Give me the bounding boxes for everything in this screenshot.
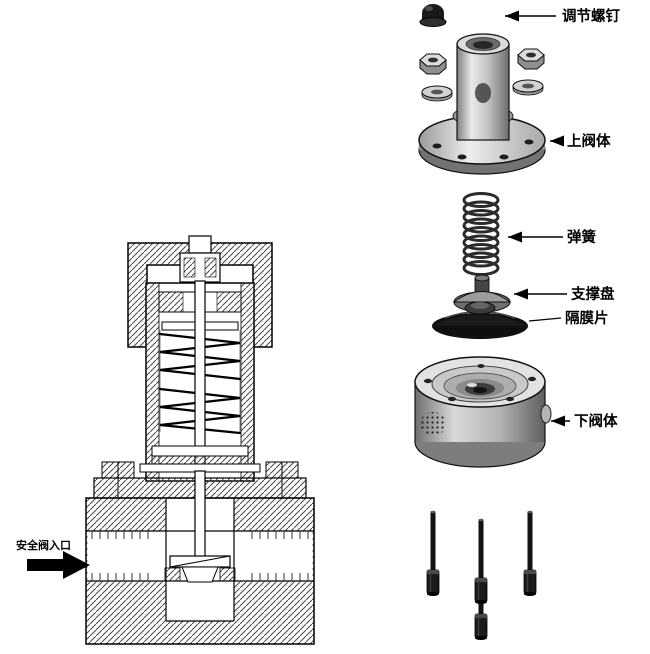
seat-right <box>219 567 236 582</box>
cross-section-view <box>85 235 315 645</box>
bolt <box>523 510 537 597</box>
washer-left <box>421 85 453 102</box>
outlet-threads-top <box>250 531 312 539</box>
callout-label-diaphragm: 隔膜片 <box>565 309 609 327</box>
callouts: 调节螺钉 上阀体 弹簧 支撑盘 隔膜片 下阀体 <box>505 7 620 430</box>
callout-label-adjust-screw: 调节螺钉 <box>562 7 620 25</box>
spring-part <box>462 192 500 276</box>
inlet-threads-top <box>88 531 150 539</box>
cap-top-tab <box>188 235 212 254</box>
valve-stem-section <box>194 280 206 472</box>
flange-hole <box>499 154 509 160</box>
locknut-section-left <box>183 257 196 278</box>
side-boss <box>540 404 552 424</box>
callout-label-support-disc: 支撑盘 <box>571 285 615 303</box>
backing-plate-section <box>151 455 249 465</box>
inlet-label: 安全阀入口 <box>16 538 71 552</box>
spring-seat-bottom <box>151 445 249 457</box>
adjusting-nut-left <box>158 291 184 313</box>
body-hole <box>477 364 485 368</box>
vent-patch <box>420 412 446 436</box>
locknut-section-right <box>204 257 217 278</box>
exploded-view <box>414 4 552 641</box>
seat-left <box>164 567 181 582</box>
body-hole <box>448 396 456 402</box>
stem-lower-section <box>194 470 206 558</box>
adjusting-nut-right <box>216 291 242 313</box>
adjusting-screw-part <box>419 4 447 27</box>
body-hole <box>424 378 432 384</box>
hex-nut-left <box>419 53 447 75</box>
washer-right <box>512 79 544 96</box>
diaphragm-part <box>432 301 528 339</box>
valve-disc-diagonal <box>169 555 231 568</box>
flange-hole <box>457 154 467 160</box>
seat-plug-section <box>181 566 219 583</box>
callout-label-spring: 弹簧 <box>567 228 596 246</box>
bolt <box>426 510 440 597</box>
bolt <box>474 518 488 605</box>
body-hole <box>506 396 514 402</box>
upper-valve-body-part <box>418 33 546 175</box>
callout-label-upper-body: 上阀体 <box>567 132 611 150</box>
body-hole <box>528 376 536 382</box>
callout-leader-line <box>528 317 562 322</box>
flange-hole <box>432 143 442 149</box>
callout-label-lower-body: 下阀体 <box>574 412 618 430</box>
flange-hole <box>524 139 534 145</box>
inlet-threads-bottom <box>88 573 150 581</box>
hex-nut-right <box>517 48 545 70</box>
inlet-arrow-icon <box>27 551 90 579</box>
inlet-callout: 安全阀入口 <box>16 538 90 579</box>
outlet-threads-bottom <box>250 573 312 581</box>
lower-valve-body-part <box>414 356 552 468</box>
